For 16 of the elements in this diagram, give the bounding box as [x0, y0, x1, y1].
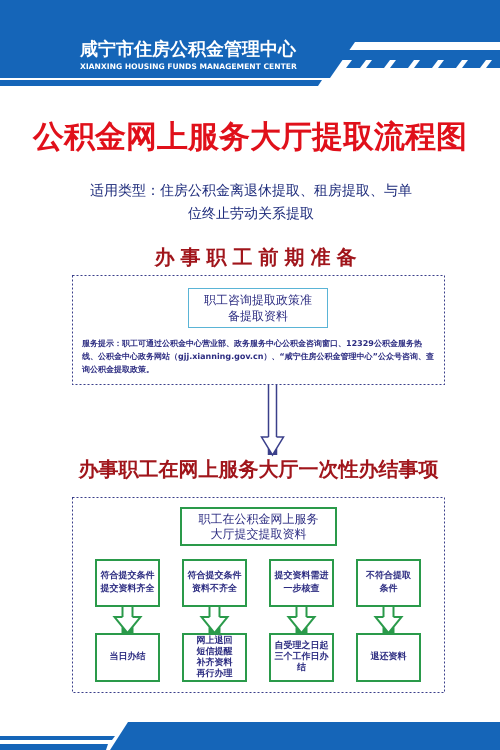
condition-box: 符合提交条件资料不齐全 — [182, 559, 247, 607]
result-box: 退还资料 — [356, 633, 421, 682]
section-heading: 办事职工前期准备 — [153, 244, 364, 270]
service-note: 服务提示：职工可通过公积金中心营业部、政务服务中心公积金咨询窗口、12329公积金服务热线、公积金中心政务网站（gjj.xianning.gov.cn）、“咸宁住房公积金管理中心”公众号咨询、查询公积金提取政策。 — [82, 338, 435, 376]
title: 公积金网上服务大厅提取流程图 — [32, 118, 468, 157]
condition-box: 符合提交条件提交资料齐全 — [95, 559, 160, 607]
subtitle: 适用类型：住房公积金离退休提取、租房提取、与单位终止劳动关系提取 — [89, 182, 413, 224]
condition-box: 不符合提取条件 — [356, 559, 421, 607]
result-box: 当日办结 — [95, 633, 160, 682]
section-heading: 办事职工在网上服务大厅一次性办结事项 — [77, 456, 440, 482]
organization-name: 咸宁市住房公积金管理中心 — [80, 38, 298, 61]
step-box: 职工咨询提取政策准备提取资料 — [188, 288, 328, 328]
condition-box: 提交资料需进一步核查 — [269, 559, 334, 607]
result-box: 网上退回短信提醒补齐资料再行办理 — [182, 633, 247, 682]
process-box: 职工在公积金网上服务大厅提交提取资料 — [180, 507, 337, 546]
result-box: 自受理之日起三个工作日办结 — [269, 633, 334, 682]
